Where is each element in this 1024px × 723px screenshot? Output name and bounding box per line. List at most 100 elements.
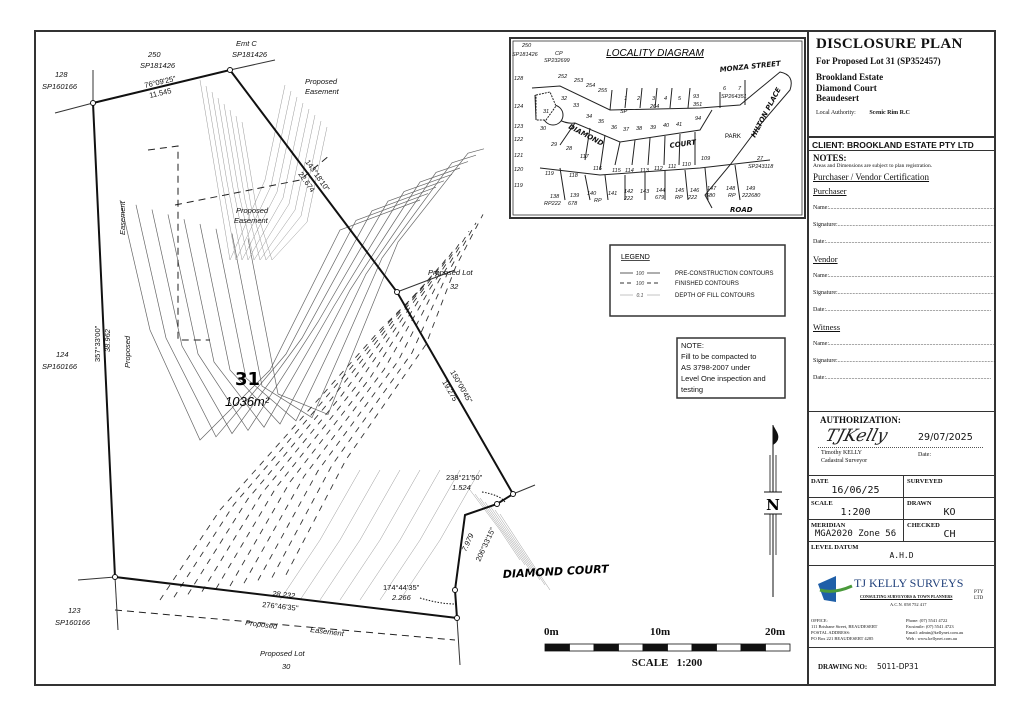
locality-lot-label: 123 bbox=[514, 124, 524, 130]
adjoining-boundaries bbox=[54, 59, 536, 666]
legend-item: DEPTH OF FILL CONTOURS bbox=[675, 293, 755, 299]
locality-lot-label: 114 bbox=[625, 168, 634, 174]
signature-line[interactable]: Signature:..............................… bbox=[813, 290, 995, 296]
signature-line[interactable]: Name:...................................… bbox=[813, 205, 994, 211]
company-tagline: CONSULTING SURVEYORS & TOWN PLANNERS bbox=[860, 594, 953, 599]
park-label: PARK bbox=[725, 134, 741, 140]
notes-heading: NOTES: bbox=[813, 153, 847, 163]
company-logo-icon bbox=[818, 576, 853, 602]
locality-lot-label: 222 bbox=[623, 196, 633, 202]
proposed-easement-outline bbox=[114, 145, 456, 641]
contour-line bbox=[183, 174, 453, 428]
easement-label: Proposed bbox=[305, 77, 338, 86]
field-label: Date: bbox=[813, 307, 826, 313]
locality-lot-label: 109 bbox=[701, 156, 710, 162]
field-label: Signature: bbox=[813, 222, 838, 228]
neighbour-plan: SP160166 bbox=[55, 618, 91, 627]
meridian-value: MGA2020 Zone 56 bbox=[814, 529, 897, 539]
neighbour-plan: SP181426 bbox=[140, 61, 176, 70]
locality-lot-label: 222680 bbox=[741, 193, 761, 199]
contour-line bbox=[243, 239, 463, 584]
boundary-bearing: 174°44'35" bbox=[383, 583, 420, 592]
street-label: COURT bbox=[669, 138, 698, 150]
easement-label: Easement bbox=[310, 625, 346, 638]
locality-lot-label: 119 bbox=[514, 183, 523, 189]
signature-line[interactable]: Signature:..............................… bbox=[813, 358, 995, 364]
client-name: CLIENT: BROOKLAND ESTATE PTY LTD bbox=[808, 137, 995, 151]
boundary-bearing: 206°33'15" bbox=[474, 526, 498, 563]
north-arrow-icon: N bbox=[764, 425, 782, 597]
locality-lot-label: 2 bbox=[636, 96, 640, 102]
neighbour-plan: 32 bbox=[450, 282, 459, 291]
date-value: 16/06/25 bbox=[831, 485, 880, 496]
locality-lot-label: SP bbox=[620, 109, 628, 115]
locality-lot-label: 124 bbox=[514, 104, 523, 110]
contour-line bbox=[247, 148, 485, 415]
local-authority: Scenic Rim R.C bbox=[869, 109, 910, 116]
neighbour-lot: 123 bbox=[68, 606, 81, 615]
locality-lot-label: 142 bbox=[624, 189, 633, 195]
fill-note: NOTE: Fill to be compacted to AS 3798-20… bbox=[676, 337, 786, 399]
surveyor-name: Timothy KELLY bbox=[821, 450, 863, 456]
neighbour-plan: 30 bbox=[282, 662, 291, 671]
contact-line: Email: admin@kellynet.com.au bbox=[906, 630, 964, 635]
sheet-border bbox=[34, 30, 996, 686]
locality-lot-label: 35 bbox=[598, 119, 605, 125]
contour-line bbox=[231, 154, 477, 419]
contour-line bbox=[241, 121, 328, 261]
locality-lot-label: 117 bbox=[580, 154, 590, 160]
signature-line[interactable]: Date:...................................… bbox=[813, 307, 991, 313]
checked-label: CHECKED bbox=[907, 522, 940, 529]
address-line: Beaudesert bbox=[816, 93, 859, 103]
contour-line bbox=[215, 161, 469, 422]
boundary-bearing: 276°46'35" bbox=[262, 600, 299, 613]
field-label: Name: bbox=[813, 341, 829, 347]
note-line: Fill to be compacted to bbox=[681, 352, 756, 361]
field-label: Name: bbox=[813, 273, 829, 279]
signature-line[interactable]: Date:...................................… bbox=[813, 375, 991, 381]
contour-line bbox=[299, 469, 381, 601]
locality-lot-label: 139 bbox=[570, 193, 579, 199]
certification-heading: Purchaser / Vendor Certification bbox=[813, 172, 930, 182]
locality-lot-label: RP bbox=[594, 198, 602, 204]
locality-lot-label: 112 bbox=[654, 166, 663, 172]
locality-lot-label: 111 bbox=[668, 164, 676, 170]
office-line: PO Box 221 BEAUDESERT 4285 bbox=[811, 636, 874, 641]
company-block: TJ KELLY SURVEYS PTY LTD CONSULTING SURV… bbox=[808, 566, 995, 648]
locality-lot-label: 93 bbox=[693, 94, 700, 100]
locality-lot-label: RP bbox=[675, 195, 683, 201]
locality-lot-label: 120 bbox=[514, 167, 524, 173]
neighbour-plan: SP160166 bbox=[42, 362, 78, 371]
locality-lot-label: 679 bbox=[655, 195, 664, 201]
signature-line[interactable]: Signature:..............................… bbox=[813, 222, 995, 228]
locality-lot-label: 33 bbox=[573, 103, 580, 109]
locality-lot-label: 41 bbox=[676, 122, 682, 128]
locality-lot-label: 122 bbox=[514, 137, 523, 143]
plan-title: DISCLOSURE PLAN bbox=[816, 36, 963, 52]
field-label: Signature: bbox=[813, 358, 838, 364]
easement-label: Easement bbox=[118, 200, 127, 235]
locality-lot-label: 7 bbox=[738, 86, 742, 92]
locality-lot-label: 119 bbox=[545, 171, 554, 177]
plan-subtitle: For Proposed Lot 31 (SP352457) bbox=[816, 56, 941, 66]
contour-line bbox=[271, 222, 477, 578]
note-line: Level One inspection and bbox=[681, 374, 766, 383]
signature-line[interactable]: Name:...................................… bbox=[813, 273, 994, 279]
locality-lot-label: 678 bbox=[568, 201, 578, 207]
contact-line: Phone: (07) 5541 4722 bbox=[906, 618, 948, 623]
legend-sample: 0.1 bbox=[637, 293, 644, 299]
local-authority-label: Local Authority: bbox=[816, 109, 856, 116]
easement-label: Easement bbox=[234, 216, 269, 225]
scale-tick-label: 10m bbox=[650, 626, 670, 638]
scale-bar-segment bbox=[618, 643, 644, 652]
office-line: POSTAL ADDRESS: bbox=[811, 630, 851, 635]
signature-line[interactable]: Name:...................................… bbox=[813, 341, 994, 347]
boundary-bearing: 357°33'00" bbox=[93, 325, 102, 362]
field-label: Signature: bbox=[813, 290, 838, 296]
locality-lot-label: 94 bbox=[695, 116, 701, 122]
scale-bar-segment bbox=[691, 643, 717, 652]
lot-number: 31 bbox=[235, 369, 260, 390]
signature-line[interactable]: Date:...................................… bbox=[813, 239, 991, 245]
